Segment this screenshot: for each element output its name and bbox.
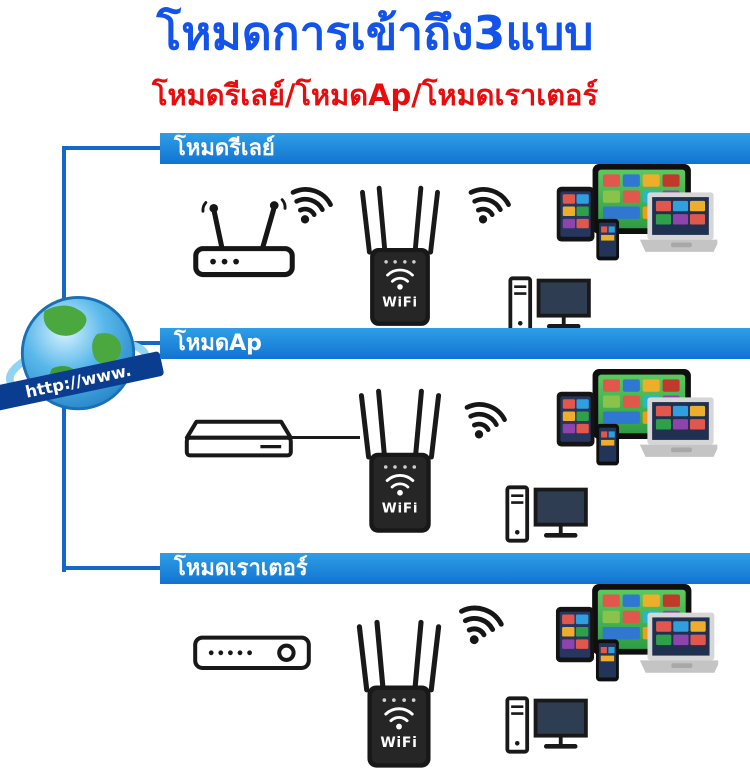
page-subtitle: โหมดรีเลย์/โหมดAp/โหมดเราเตอร์ <box>151 78 599 112</box>
globe-icon: http://www. <box>0 284 164 428</box>
section-relay: โหมดรีเลย์ WiFi <box>0 130 750 335</box>
section-banner-label: โหมดรีเลย์ <box>174 136 275 161</box>
product-infographic: { "colors": { "title_blue": "#1453ea", "… <box>0 6 750 750</box>
modem-box-icon <box>174 417 294 465</box>
section-router: โหมดเราเตอร์ WiFi <box>0 550 750 750</box>
wifi-repeater-icon: WiFi <box>357 184 443 330</box>
wifi-signal-icon <box>455 169 522 238</box>
section-ap: โหมดAp WiFi <box>0 325 750 555</box>
cable-line <box>290 436 360 439</box>
section-banner-ap: โหมดAp <box>160 328 750 359</box>
wifi-repeater-icon: WiFi <box>355 618 443 772</box>
client-devices-icon <box>555 584 719 689</box>
section-banner-relay: โหมดรีเลย์ <box>160 133 750 164</box>
desktop-pc-icon <box>505 696 589 757</box>
section-banner-router: โหมดเราเตอร์ <box>160 553 750 584</box>
repeater-wifi-label: WiFi <box>382 501 418 517</box>
modem-front-icon <box>192 630 312 674</box>
wifi-signal-icon <box>444 587 515 660</box>
connector-horizontal-relay <box>62 146 162 150</box>
section-banner-label: โหมดเราเตอร์ <box>174 556 308 581</box>
desktop-pc-icon <box>505 485 589 546</box>
section-banner-label: โหมดAp <box>174 331 262 356</box>
wifi-repeater-icon: WiFi <box>357 387 443 537</box>
connector-horizontal-router <box>62 566 162 570</box>
repeater-wifi-label: WiFi <box>382 295 417 310</box>
client-devices-icon <box>556 369 718 473</box>
page-title: โหมดการเข้าถึง3แบบ <box>156 6 594 60</box>
wifi-signal-icon <box>451 384 518 453</box>
repeater-wifi-label: WiFi <box>380 735 417 751</box>
client-devices-icon <box>556 164 718 268</box>
